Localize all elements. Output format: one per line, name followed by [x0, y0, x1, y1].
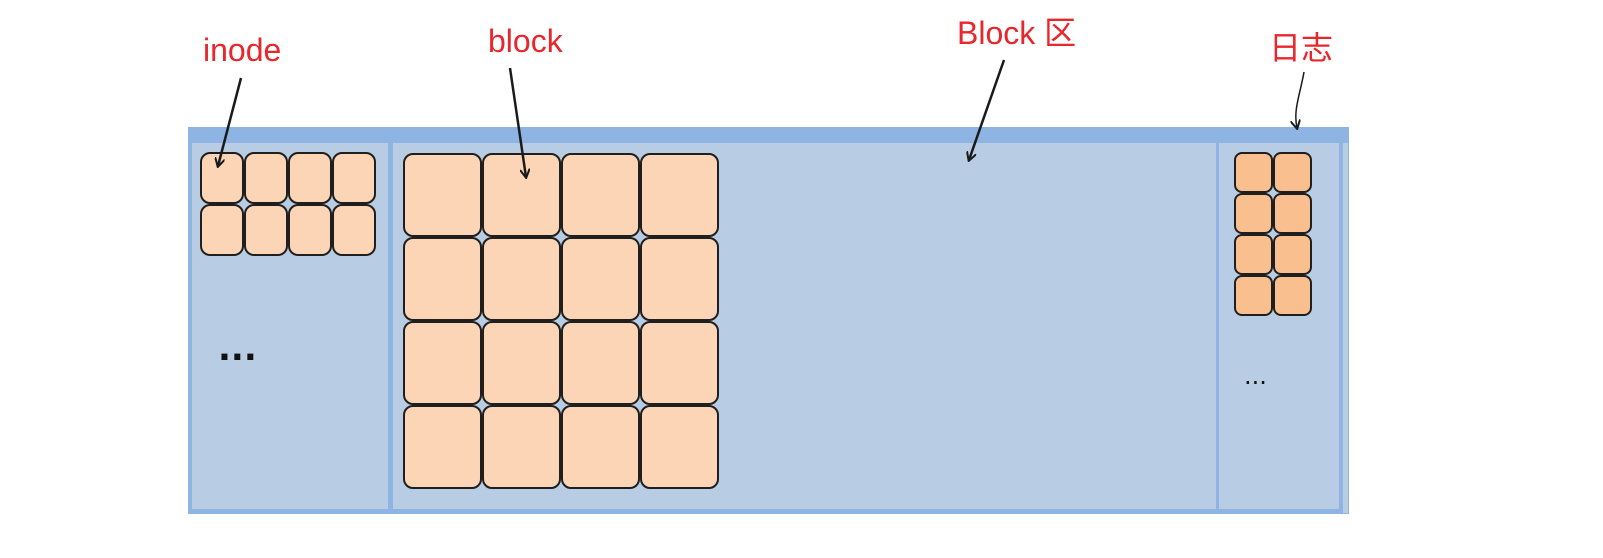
journal-cell: [1234, 152, 1273, 193]
journal-cell: [1273, 275, 1312, 316]
journal-cell: [1234, 234, 1273, 275]
journal-ellipsis: ...: [1244, 362, 1267, 390]
inode-grid: [200, 152, 376, 256]
journal-cell: [1273, 152, 1312, 193]
journal-cell: [1273, 193, 1312, 234]
inode-cell: [200, 204, 244, 256]
journal-label: 日志: [1269, 30, 1334, 66]
block-cell: [482, 237, 561, 321]
block-label: block: [488, 23, 563, 59]
block-cell: [403, 321, 482, 405]
block-arrow: [508, 67, 526, 177]
journal-grid: [1234, 152, 1312, 316]
block-cell: [482, 321, 561, 405]
inode-cell: [332, 152, 376, 204]
journal-cell: [1234, 193, 1273, 234]
inode-cell: [244, 204, 288, 256]
block-cell: [561, 405, 640, 489]
inode-cell: [288, 204, 332, 256]
inode-arrow: [218, 77, 243, 166]
inode-ellipsis: ...: [218, 329, 257, 369]
block-cell: [640, 405, 719, 489]
block-cell: [640, 237, 719, 321]
inode-label: inode: [203, 32, 282, 68]
journal-arrow: [1296, 71, 1305, 128]
block-cell: [640, 153, 719, 237]
block-cell: [403, 237, 482, 321]
block-area-arrow: [969, 59, 1006, 160]
block-area-label: Block 区: [957, 15, 1077, 51]
block-cell: [403, 405, 482, 489]
block-grid: [403, 153, 719, 489]
block-cell: [561, 237, 640, 321]
journal-cell: [1234, 275, 1273, 316]
block-cell: [640, 321, 719, 405]
block-cell: [482, 405, 561, 489]
block-cell: [561, 321, 640, 405]
inode-cell: [244, 152, 288, 204]
inode-cell: [332, 204, 376, 256]
block-cell: [403, 153, 482, 237]
journal-cell: [1273, 234, 1312, 275]
block-cell: [482, 153, 561, 237]
block-cell: [561, 153, 640, 237]
inode-cell: [288, 152, 332, 204]
